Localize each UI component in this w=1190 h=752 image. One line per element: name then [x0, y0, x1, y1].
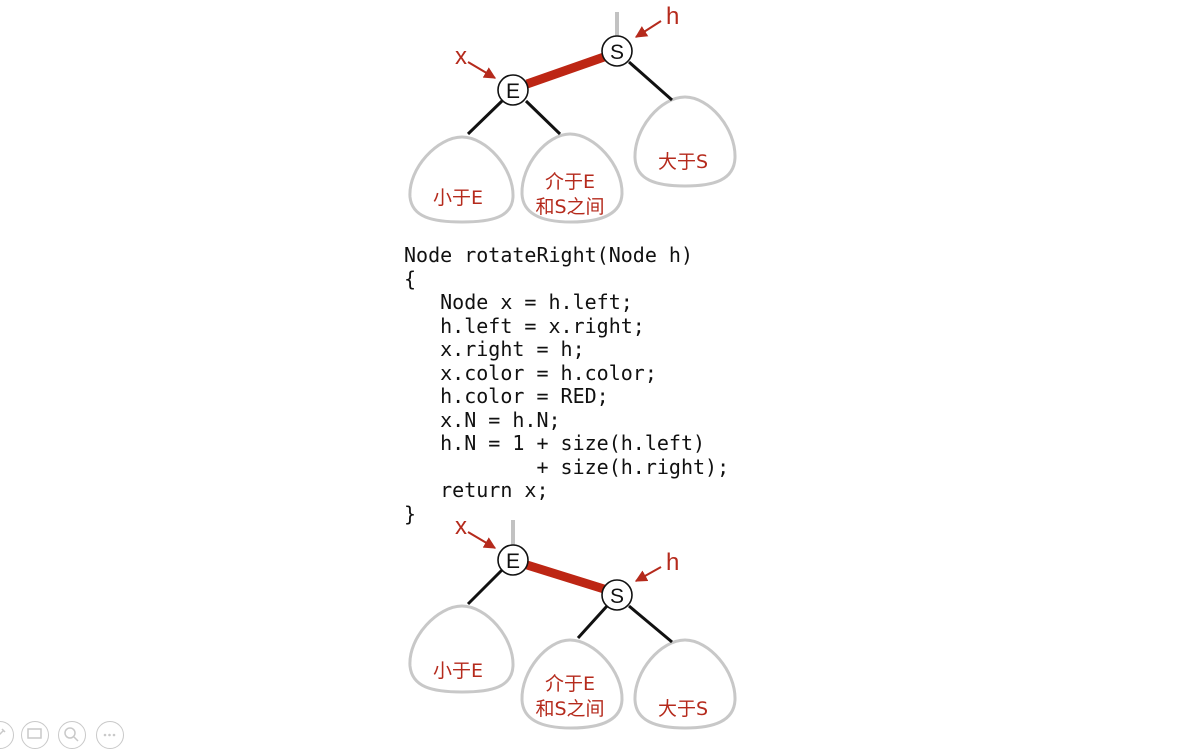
- node-circle: [497, 544, 529, 576]
- before-rotation-diagram: S E x h 小于E 介于E 和S之间 大于S: [408, 3, 737, 224]
- code-line: + size(h.right);: [404, 454, 730, 479]
- black-link: [466, 99, 504, 136]
- pointer-label: x: [455, 43, 467, 70]
- pen-icon[interactable]: [0, 721, 14, 749]
- black-link: [576, 604, 609, 640]
- rotate-right-code: Node rotateRight(Node h){ Node x = h.lef…: [404, 243, 730, 526]
- red-link: [525, 560, 606, 594]
- code-line: h.N = 1 + size(h.left): [404, 431, 706, 455]
- node-label: E: [506, 550, 520, 573]
- subtree-label: 介于E: [545, 673, 595, 695]
- node-label: S: [610, 585, 624, 608]
- subtree-label: 大于S: [658, 698, 708, 720]
- black-link: [466, 568, 504, 606]
- code-line: x.right = h;: [404, 337, 585, 361]
- zoom-icon[interactable]: [58, 721, 86, 749]
- black-link: [524, 99, 562, 136]
- subtree-label: 大于S: [658, 151, 708, 173]
- code-line: x.color = h.color;: [404, 360, 657, 385]
- more-icon[interactable]: [96, 721, 124, 749]
- node-circle: [601, 579, 633, 611]
- subtree-label: 小于E: [433, 187, 483, 209]
- subtree-less-triangle: [408, 135, 515, 224]
- code-line: Node rotateRight(Node h): [404, 243, 693, 267]
- subtree-between-triangle: [520, 638, 624, 730]
- pointer-arrow: [634, 566, 662, 582]
- subtree-label: 小于E: [433, 660, 483, 682]
- code-line: h.color = RED;: [404, 384, 609, 408]
- code-line: return x;: [404, 478, 549, 502]
- pointer-arrow: [467, 531, 497, 549]
- black-link: [628, 604, 673, 644]
- node-circle: [497, 74, 529, 106]
- pointer-arrow: [634, 20, 662, 38]
- after-rotation-diagram: E S x h 小于E 介于E 和S之间 大于S: [408, 513, 737, 730]
- pointer-label: h: [666, 3, 679, 30]
- subtree-less-triangle: [408, 604, 515, 694]
- subtree-label: 和S之间: [535, 196, 604, 218]
- pointer-arrow: [467, 61, 497, 79]
- subtree-between-triangle: [520, 132, 624, 224]
- code-line: Node x = h.left;: [404, 290, 633, 314]
- black-link: [628, 60, 673, 102]
- subtree-label: 介于E: [545, 171, 595, 193]
- pointer-label: h: [666, 549, 679, 576]
- node-circle: [601, 35, 633, 67]
- code-line: h.left = x.right;: [404, 313, 645, 338]
- code-line: {: [404, 266, 417, 291]
- code-line: }: [404, 501, 417, 526]
- subtree-greater-triangle: [633, 95, 737, 188]
- subtree-label: 和S之间: [535, 698, 604, 720]
- node-label: S: [610, 41, 624, 64]
- subtree-greater-triangle: [633, 638, 737, 730]
- presentation-icon[interactable]: [21, 721, 49, 749]
- code-line: x.N = h.N;: [404, 407, 561, 432]
- node-label: E: [506, 80, 520, 103]
- pointer-label: x: [455, 513, 467, 540]
- red-link: [525, 52, 606, 89]
